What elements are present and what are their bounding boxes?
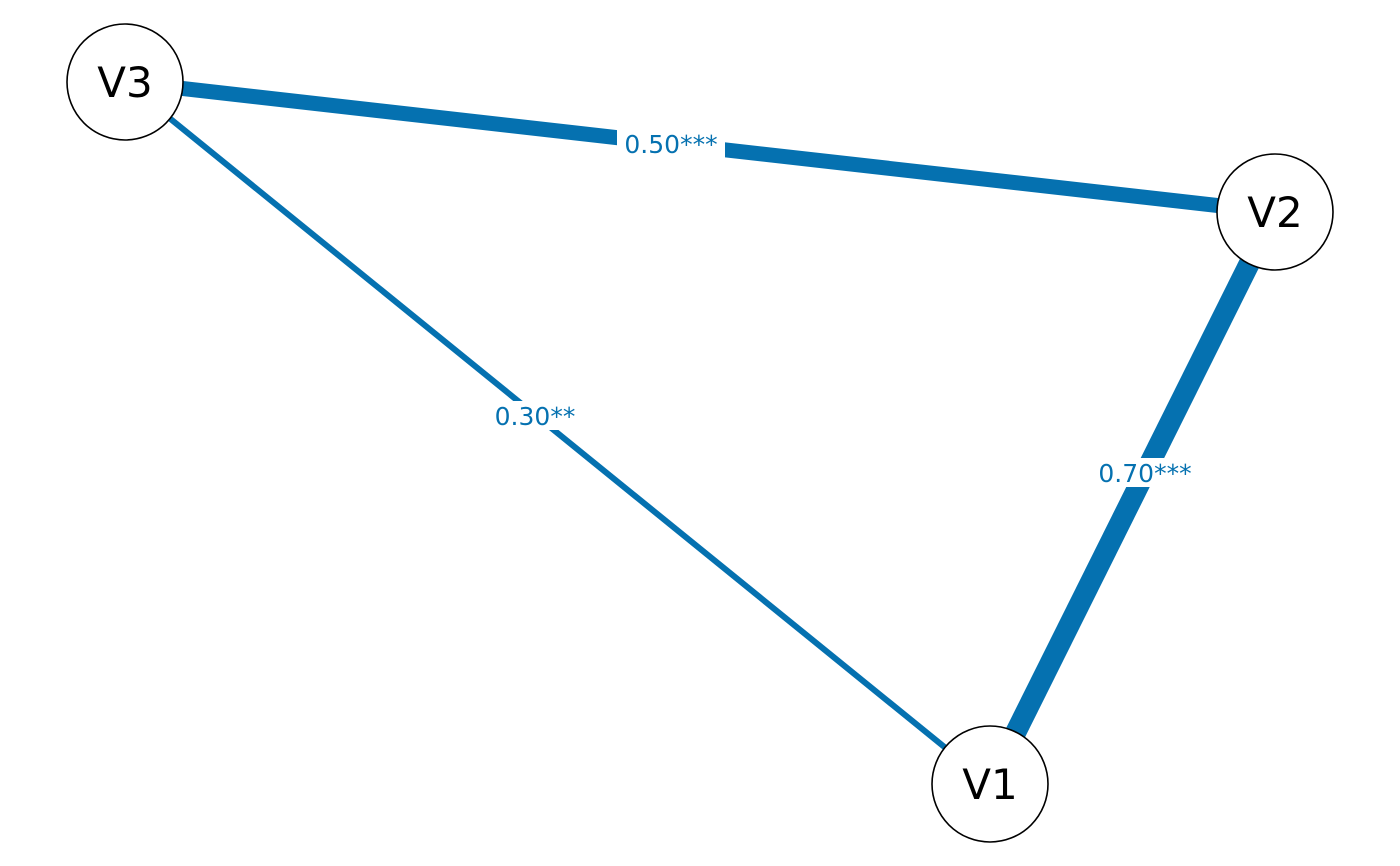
edge-label-v1-v3: 0.30** — [495, 402, 576, 431]
node-circle-v3 — [66, 23, 184, 141]
edge-label-v2-v3: 0.50*** — [624, 130, 717, 159]
node-label-v3: V3 — [97, 58, 152, 107]
node-circle-v2 — [1216, 153, 1334, 271]
node-label-v1: V1 — [962, 760, 1017, 809]
node-v1: V1 — [931, 725, 1049, 843]
edge-label-v1-v2: 0.70*** — [1098, 459, 1191, 488]
edge-v1-v2 — [980, 207, 1285, 789]
edge-label-bg-v1-v2 — [1091, 458, 1199, 487]
node-circle-v1 — [931, 725, 1049, 843]
node-v2: V2 — [1216, 153, 1334, 271]
node-v3: V3 — [66, 23, 184, 141]
edge-label-bg-v2-v3 — [617, 129, 725, 158]
node-label-v2: V2 — [1247, 188, 1302, 237]
edge-label-bg-v1-v3 — [487, 401, 583, 430]
edge-v1-v3 — [123, 79, 992, 787]
